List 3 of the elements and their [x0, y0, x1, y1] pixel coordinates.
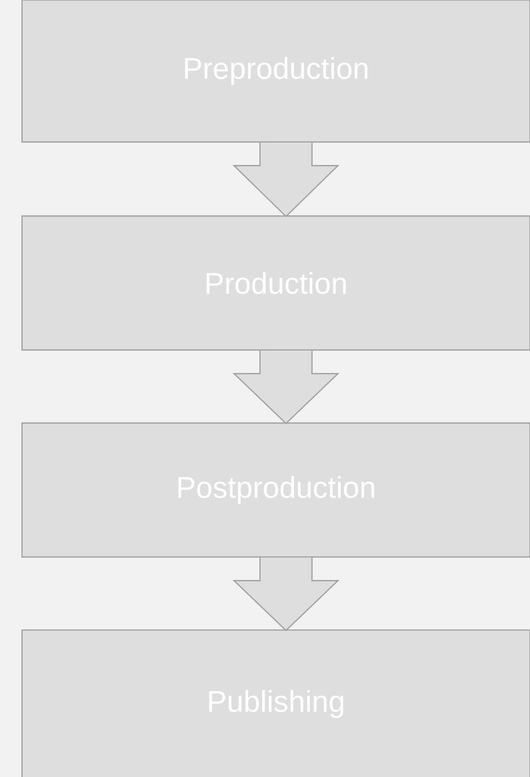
block-arrow [232, 350, 340, 424]
block-arrow [232, 142, 340, 218]
block-arrow [232, 557, 340, 632]
